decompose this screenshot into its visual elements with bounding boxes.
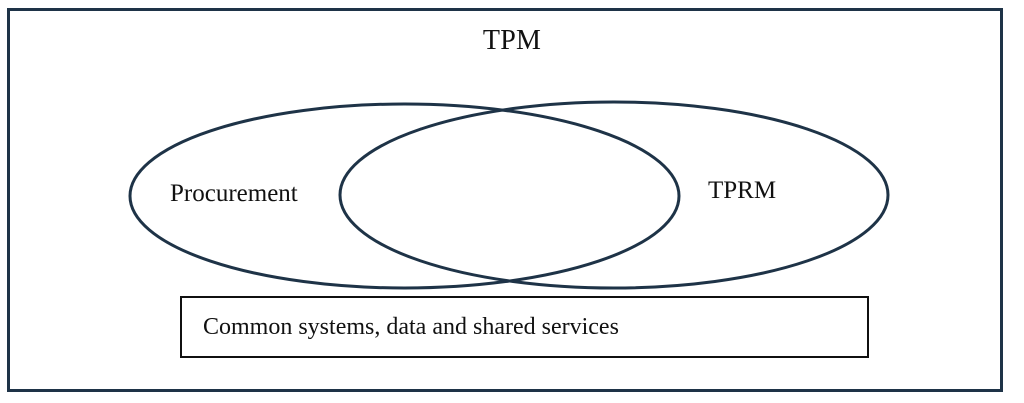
tprm-ellipse (338, 100, 890, 290)
set-label-tprm: TPRM (708, 177, 777, 204)
procurement-ellipse (128, 102, 681, 290)
diagram-outer-frame (7, 8, 1003, 392)
set-label-procurement: Procurement (170, 180, 298, 207)
shared-services-box: Common systems, data and shared services (180, 296, 869, 358)
shared-services-label: Common systems, data and shared services (203, 314, 619, 340)
page-title: TPM (482, 25, 542, 56)
